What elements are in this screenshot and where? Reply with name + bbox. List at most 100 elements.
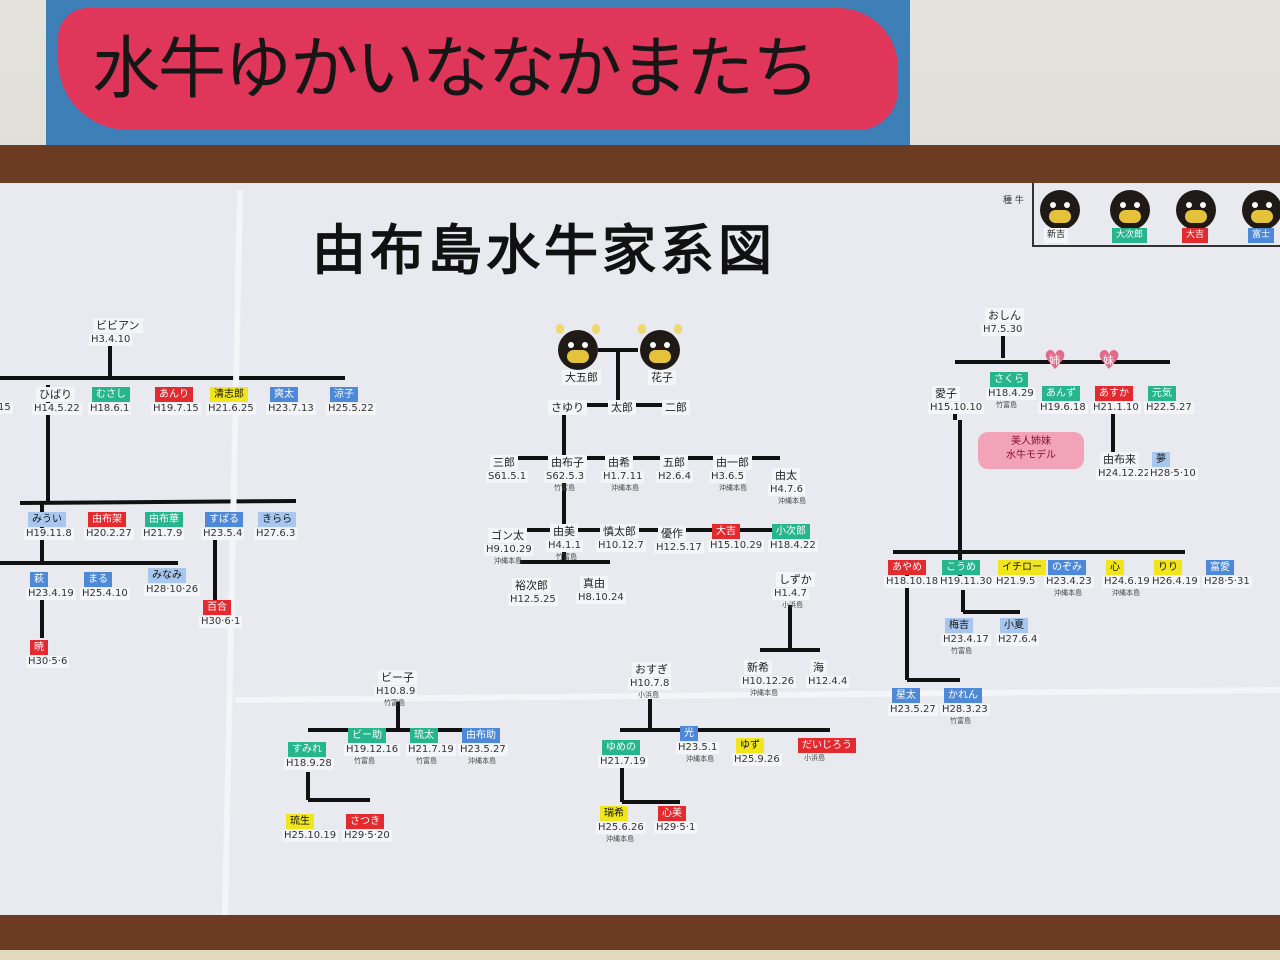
cow-name-label: 海 [810, 660, 827, 675]
cow-name-label: イチロー [998, 560, 1046, 575]
birth-date-label: H23.7.13 [266, 403, 316, 415]
birth-date-label: H27.6.3 [254, 528, 298, 540]
birth-date-label: H25.6.26 [596, 822, 646, 834]
heart-icon: ♥ [1097, 346, 1121, 376]
birth-date-label: H14.5.22 [32, 403, 82, 415]
cow-name-label: まる [84, 572, 112, 587]
motel-badge: 美人姉妹 水牛モデル [978, 432, 1084, 469]
birth-date-label: H18.6.1 [88, 403, 132, 415]
birth-date-label: S61.5.1 [486, 471, 529, 483]
legend-cow-label: 富士 [1248, 228, 1275, 243]
origin-label: 沖縄本島 [719, 484, 747, 492]
birth-date-label: H15.10.29 [708, 540, 765, 552]
legend-cow-label: 大吉 [1182, 228, 1209, 243]
birth-date-label: H27.6.4 [996, 634, 1040, 646]
motel-line: 美人姉妹 [1011, 436, 1051, 447]
birth-date-label: H10.7.8 [628, 678, 672, 690]
birth-date-label: H15.10.10 [928, 402, 985, 414]
birth-date-label: H22.5.27 [1144, 402, 1194, 414]
origin-label: 沖縄本島 [494, 557, 522, 565]
shelf [0, 950, 1280, 960]
cow-name-label: 百合 [203, 600, 231, 615]
cow-name-label: 由布助 [462, 728, 500, 743]
birth-date-label: H18.4.29 [986, 388, 1036, 400]
cow-name-label: だいじろう [798, 738, 856, 753]
birth-date-label: H8.10.24 [576, 592, 626, 604]
birth-date-label: H1.4.7 [772, 588, 809, 600]
cow-name-label: 小次郎 [772, 524, 810, 539]
birth-date-label: H19.6.18 [1038, 402, 1088, 414]
cow-name-label: 萩 [30, 572, 48, 587]
cow-name-label: おしん [985, 308, 1024, 323]
cow-name-label: きらら [258, 512, 296, 527]
cow-name-label: 真由 [580, 576, 608, 591]
cow-name-label: ゆめの [602, 740, 640, 755]
cow-name-label: 心美 [658, 806, 686, 821]
birth-date-label: H3.4.10 [89, 334, 133, 346]
cow-name-label: あすか [1095, 386, 1133, 401]
cow-name-label: 由布華 [145, 512, 183, 527]
origin-label: 小浜島 [804, 754, 825, 762]
birth-date-label: H10.12.7 [596, 540, 646, 552]
cow-name-label: 由布子 [548, 455, 587, 470]
birth-date-label: H25.9.26 [732, 754, 782, 766]
origin-label: 沖縄本島 [778, 497, 806, 505]
birth-date-label: H2.6.4 [656, 471, 693, 483]
legend-cow-label: 新吉 [1044, 228, 1069, 243]
birth-date-label: H28·10·26 [144, 584, 201, 596]
birth-date-label: H21.7.19 [406, 744, 456, 756]
founder-sire: 大五郎 [562, 370, 601, 385]
cow-name-label: 大吉 [712, 524, 740, 539]
cow-face-icon [1110, 190, 1150, 230]
cow-name-label: みうい [28, 512, 66, 527]
birth-date-label: H28·5·31 [1202, 576, 1252, 588]
cow-name-label: りり [1154, 560, 1182, 575]
birth-date-label: H21.1.10 [1091, 402, 1141, 414]
birth-date-label: H25.4.10 [80, 588, 130, 600]
birth-date-label: H1.7.11 [601, 471, 645, 483]
cow-name-label: 愛子 [932, 386, 960, 401]
cow-name-label: ビー子 [378, 670, 417, 685]
heart-icon: ♥ [1043, 346, 1067, 376]
cow-name-label: のぞみ [1048, 560, 1086, 575]
birth-date-label: H21.7.9 [141, 528, 185, 540]
origin-label: 沖縄本島 [1054, 589, 1082, 597]
birth-date-label: H18.10.18 [884, 576, 941, 588]
cow-name-label: 爽太 [270, 387, 298, 402]
origin-label: 小浜島 [782, 601, 803, 609]
cow-name-label: かれん [944, 688, 982, 703]
birth-date-label: H19.11.30 [938, 576, 995, 588]
cow-name-label: あんず [1042, 386, 1080, 401]
birth-date-label: H19.7.15 [151, 403, 201, 415]
cow-name-label: 新希 [744, 660, 772, 675]
birth-date-label: H23.5.27 [888, 704, 938, 716]
birth-date-label: H29·5·20 [342, 830, 392, 842]
cow-name-label: 暁 [30, 640, 48, 655]
founder-dam: 花子 [648, 370, 676, 385]
origin-label: 竹富島 [556, 553, 577, 561]
birth-date-label: H19.11.8 [24, 528, 74, 540]
origin-label: 沖縄本島 [686, 755, 714, 763]
cow-name-label: すみれ [288, 742, 326, 757]
origin-label: 沖縄本島 [750, 689, 778, 697]
cow-name-label: 由太 [772, 468, 800, 483]
cow-name-label: ビビアン [93, 318, 143, 333]
cow-name-label: 小夏 [1000, 618, 1028, 633]
birth-date-label: H10.12.26 [740, 676, 797, 688]
cow-name-label: あんり [155, 387, 193, 402]
birth-date-label: H10.8.9 [374, 686, 418, 698]
birth-date-label: 15 [0, 402, 13, 414]
birth-date-label: H18.4.22 [768, 540, 818, 552]
cow-name-label: さつき [346, 814, 384, 829]
cow-name-label: 由美 [550, 524, 578, 539]
origin-label: 竹富島 [354, 757, 375, 765]
birth-date-label: H9.10.29 [484, 544, 534, 556]
cow-name-label: すばる [205, 512, 243, 527]
cow-name-label: 二郎 [662, 400, 690, 415]
cow-name-label: 琉生 [286, 814, 314, 829]
origin-label: 沖縄本島 [1112, 589, 1140, 597]
cow-name-label: こうめ [942, 560, 980, 575]
birth-date-label: H23.5.27 [458, 744, 508, 756]
cow-name-label: ひばり [36, 387, 75, 402]
